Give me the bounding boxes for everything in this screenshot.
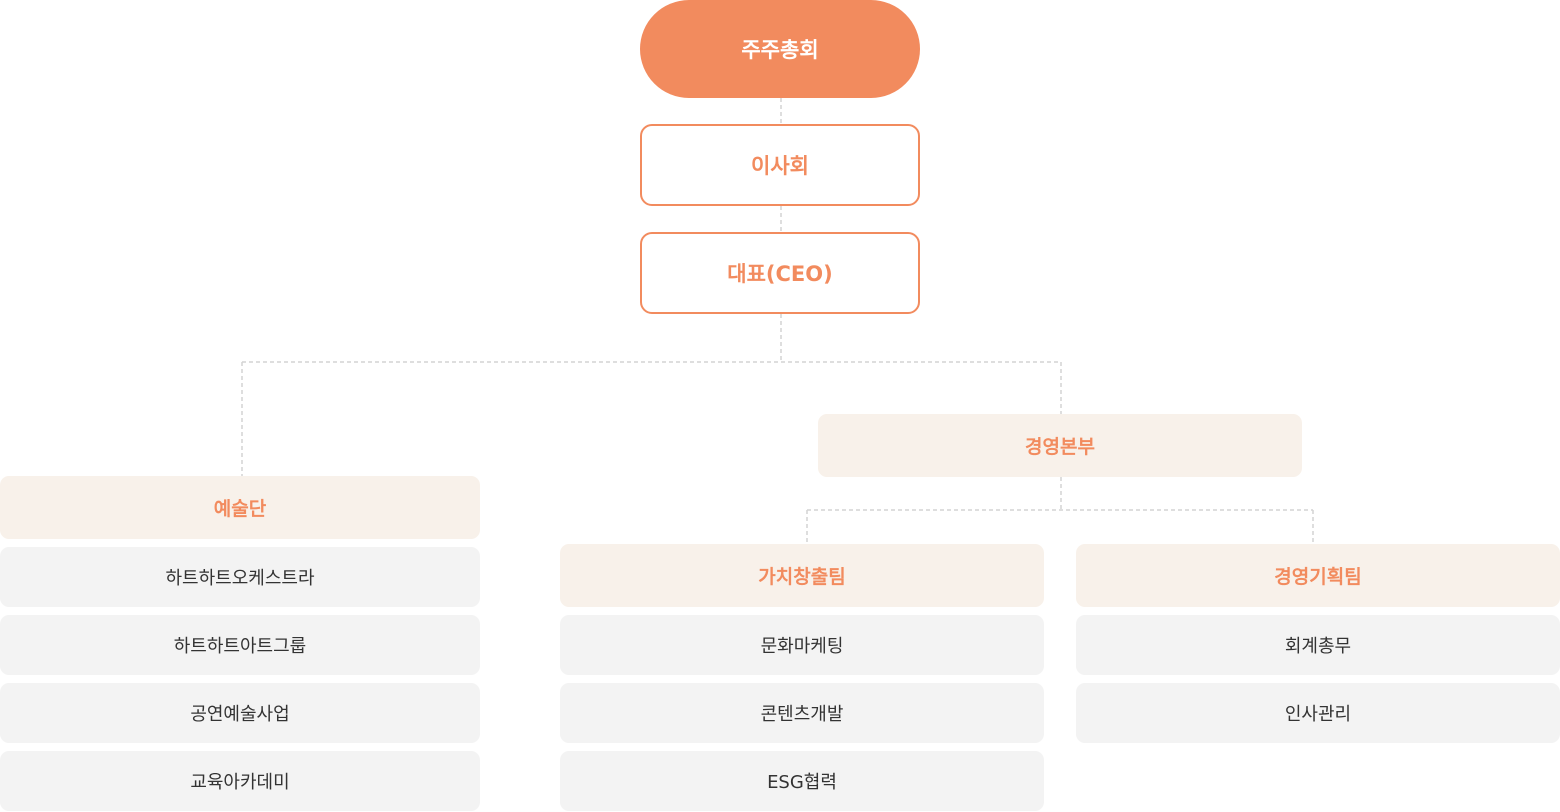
board-of-directors-node: 이사회 <box>640 124 920 206</box>
arts-item-academy: 교육아카데미 <box>0 751 480 811</box>
planning-team-item-hr: 인사관리 <box>1076 683 1560 743</box>
ceo-node: 대표(CEO) <box>640 232 920 314</box>
arts-division-node: 예술단 <box>0 476 480 539</box>
arts-item-orchestra: 하트하트오케스트라 <box>0 547 480 607</box>
value-team-item-esg: ESG협력 <box>560 751 1044 811</box>
arts-item-performing-arts: 공연예술사업 <box>0 683 480 743</box>
value-creation-team-node: 가치창출팀 <box>560 544 1044 607</box>
planning-team-item-accounting: 회계총무 <box>1076 615 1560 675</box>
planning-team-node: 경영기획팀 <box>1076 544 1560 607</box>
arts-item-art-group: 하트하트아트그룹 <box>0 615 480 675</box>
management-division-node: 경영본부 <box>818 414 1302 477</box>
value-team-item-content: 콘텐츠개발 <box>560 683 1044 743</box>
shareholders-meeting-node: 주주총회 <box>640 0 920 98</box>
value-team-item-marketing: 문화마케팅 <box>560 615 1044 675</box>
